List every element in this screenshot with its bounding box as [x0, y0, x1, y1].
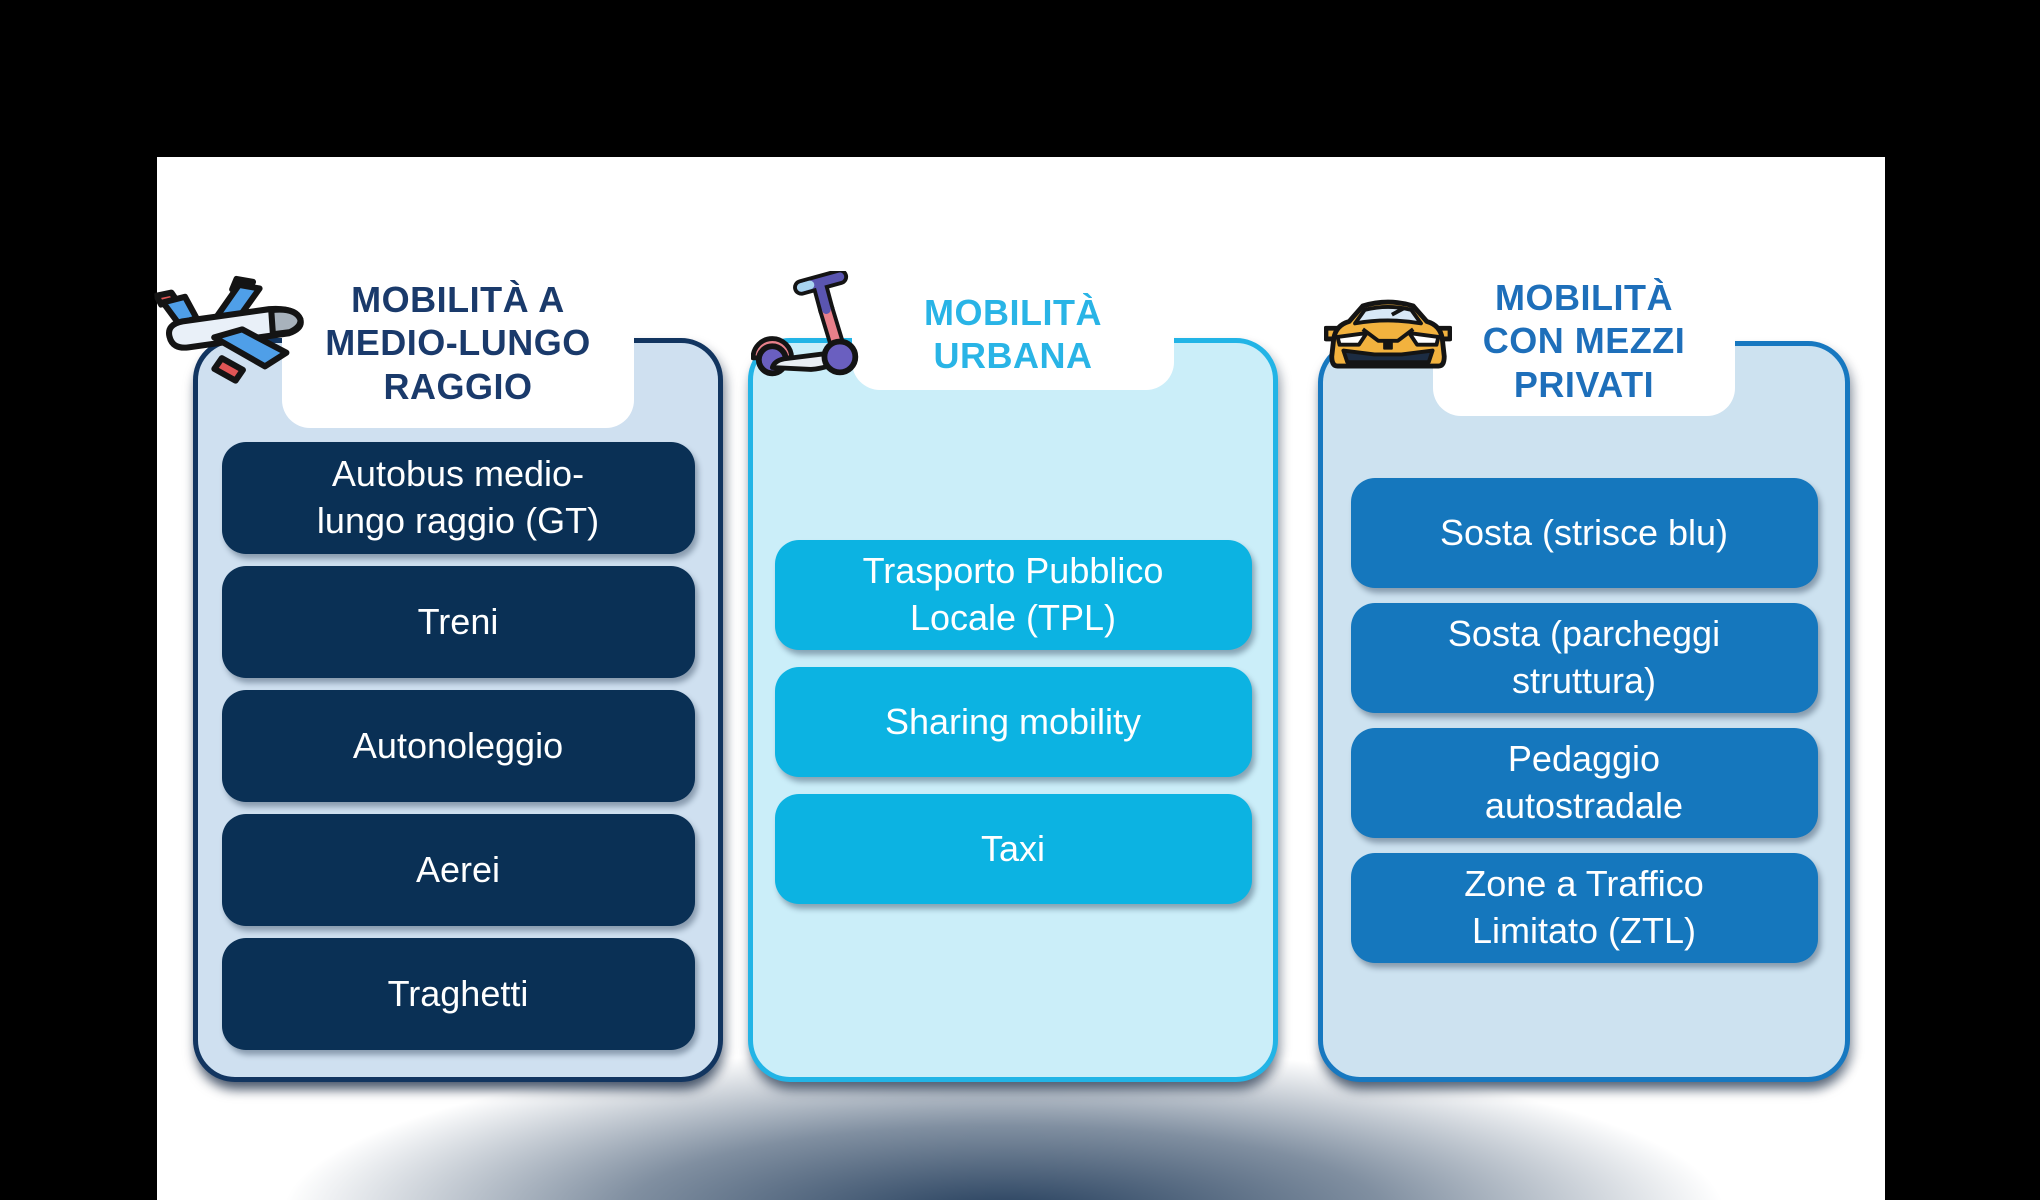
list-item: Autobus medio- lungo raggio (GT)	[221, 442, 695, 554]
column-header-mezzi-privati: MOBILITÀ CON MEZZI PRIVATI	[1433, 266, 1735, 416]
item-label: Treni	[417, 600, 499, 642]
column-title: MOBILITÀ CON MEZZI PRIVATI	[1482, 277, 1686, 405]
item-label: Autonoleggio	[352, 724, 564, 766]
item-label: Aerei	[415, 848, 501, 890]
item-label: Zone a Traffico Limitato (ZTL)	[1464, 863, 1704, 951]
list-item: Autonoleggio	[221, 690, 695, 802]
list-item: Pedaggio autostradale	[1350, 728, 1818, 838]
list-item: Sharing mobility	[774, 667, 1252, 777]
airplane-icon	[153, 275, 304, 384]
list-item: Aerei	[221, 814, 695, 926]
item-label: Autobus medio- lungo raggio (GT)	[316, 453, 600, 541]
column-header-medio-lungo-raggio: MOBILITÀ A MEDIO-LUNGO RAGGIO	[282, 258, 634, 428]
list-item: Zone a Traffico Limitato (ZTL)	[1350, 853, 1818, 963]
column-medio-lungo-raggio: MOBILITÀ A MEDIO-LUNGO RAGGIO Autobus me…	[193, 258, 723, 1082]
scooter-icon	[751, 271, 859, 377]
column-mobilita-urbana: MOBILITÀ URBANA Trasporto Pubblico Local…	[748, 278, 1278, 1082]
column-title: MOBILITÀ A MEDIO-LUNGO RAGGIO	[325, 279, 591, 407]
slide-canvas: MOBILITÀ A MEDIO-LUNGO RAGGIO Autobus me…	[153, 157, 1885, 1200]
list-item: Sosta (strisce blu)	[1350, 478, 1818, 588]
item-label: Trasporto Pubblico Locale (TPL)	[862, 550, 1164, 638]
item-label: Pedaggio autostradale	[1484, 738, 1684, 826]
item-label: Sosta (strisce blu)	[1439, 511, 1729, 553]
car-icon	[1324, 299, 1452, 369]
column-header-mobilita-urbana: MOBILITÀ URBANA	[852, 278, 1174, 390]
item-list: Sosta (strisce blu) Sosta (parcheggi str…	[1323, 346, 1845, 1077]
item-label: Sharing mobility	[884, 700, 1142, 742]
item-label: Taxi	[980, 827, 1046, 869]
item-list: Autobus medio- lungo raggio (GT) Treni A…	[198, 343, 718, 1077]
list-item: Trasporto Pubblico Locale (TPL)	[774, 540, 1252, 650]
item-label: Traghetti	[387, 972, 529, 1014]
list-item: Sosta (parcheggi struttura)	[1350, 603, 1818, 713]
column-mezzi-privati: MOBILITÀ CON MEZZI PRIVATI Sosta (strisc…	[1318, 266, 1850, 1082]
item-list: Trasporto Pubblico Locale (TPL) Sharing …	[753, 343, 1273, 1077]
list-item: Taxi	[774, 794, 1252, 904]
list-item: Traghetti	[221, 938, 695, 1050]
list-item: Treni	[221, 566, 695, 678]
column-title: MOBILITÀ URBANA	[924, 291, 1102, 376]
item-label: Sosta (parcheggi struttura)	[1447, 613, 1721, 701]
